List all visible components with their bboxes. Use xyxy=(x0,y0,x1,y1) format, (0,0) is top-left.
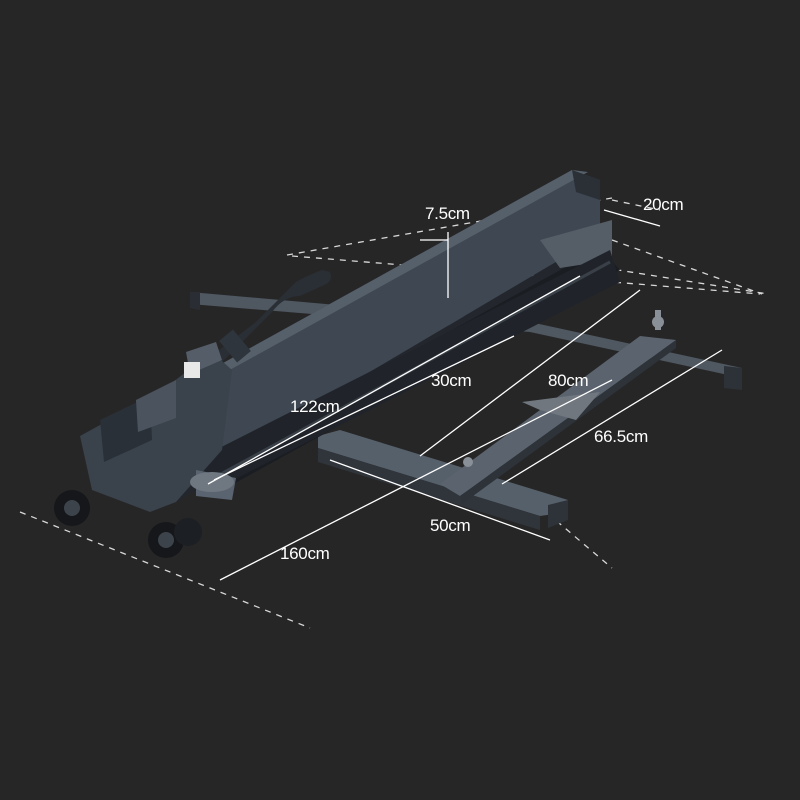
cutting-width-label: 30cm xyxy=(431,371,472,390)
cutter-head xyxy=(80,342,236,512)
wheels xyxy=(54,490,202,558)
diagonal-label: 80cm xyxy=(548,371,589,390)
extension-label: 66.5cm xyxy=(594,427,648,446)
support-width-label: 50cm xyxy=(430,516,471,535)
cutter-handle xyxy=(206,270,331,372)
dashed-guides xyxy=(19,197,769,629)
brand-logo-icon xyxy=(184,362,200,378)
front-support-arm xyxy=(318,430,568,530)
total-length-label: 160cm xyxy=(280,544,330,563)
cutting-length-label: 122cm xyxy=(290,397,340,416)
dimension-lines xyxy=(207,209,723,581)
height-label: 7.5cm xyxy=(425,204,470,223)
width-top-label: 20cm xyxy=(643,195,684,214)
